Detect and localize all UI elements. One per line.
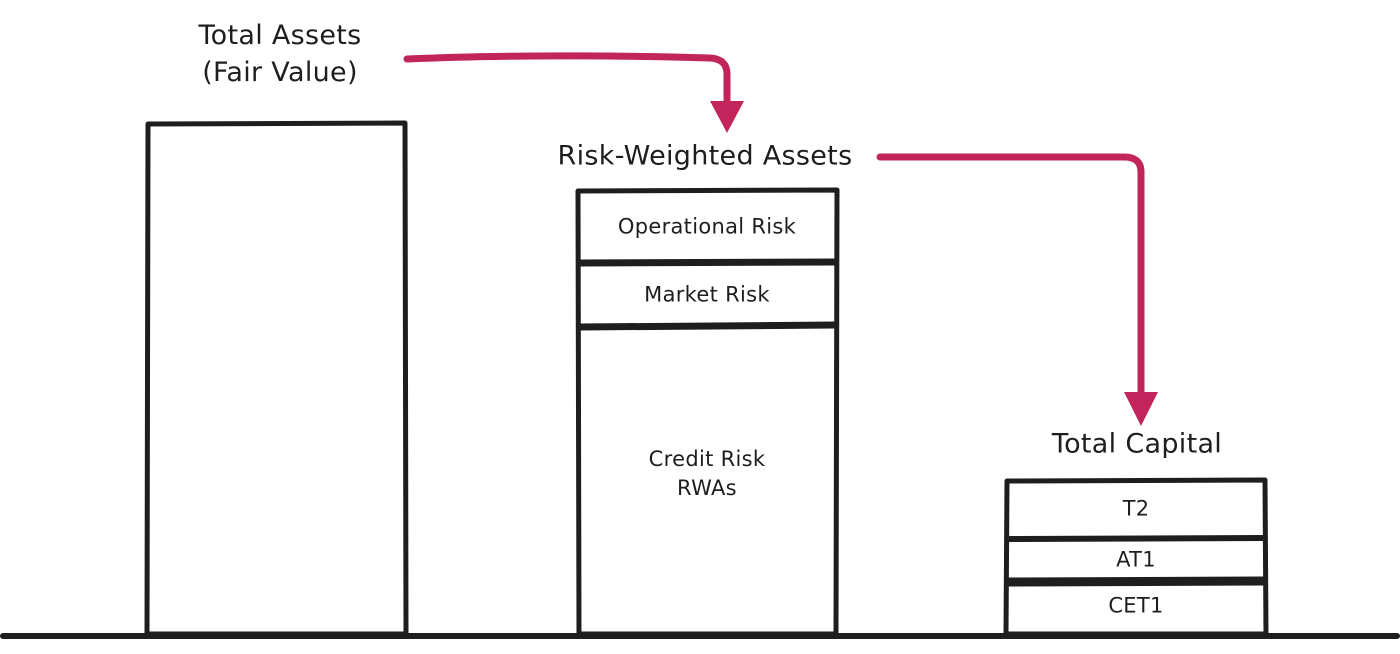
segment-label-credit-risk: Credit Risk RWAs <box>649 445 766 503</box>
segment-label-operational-risk: Operational Risk <box>617 214 797 239</box>
segment-label-credit-risk-line2: RWAs <box>677 476 737 500</box>
total-assets-bar <box>144 120 409 637</box>
arrow-assets-to-rwa-head <box>710 101 744 133</box>
rwa-bar-outline <box>575 187 840 637</box>
total-assets-label: Total Assets (Fair Value) <box>198 17 361 91</box>
arrow-rwa-to-capital-head <box>1124 392 1158 426</box>
total-capital-label: Total Capital <box>1051 428 1223 460</box>
total-assets-label-line2: (Fair Value) <box>202 57 358 88</box>
segment-label-market-risk: Market Risk <box>644 282 770 307</box>
segment-label-credit-risk-line1: Credit Risk <box>648 447 766 471</box>
segment-label-cet1: CET1 <box>1108 593 1164 618</box>
rwa-divider-operational-market <box>576 258 839 267</box>
capital-divider-at1-cet1 <box>1004 576 1268 587</box>
capital-divider-t2-at1 <box>1006 535 1266 542</box>
total-assets-label-line1: Total Assets <box>198 20 362 51</box>
risk-weighted-assets-label: Risk-Weighted Assets <box>557 140 853 172</box>
segment-label-t2: T2 <box>1122 496 1150 521</box>
arrow-rwa-to-capital <box>876 153 1145 398</box>
segment-label-at1: AT1 <box>1116 547 1156 572</box>
arrow-assets-to-rwa <box>403 52 731 107</box>
rwa-divider-market-credit <box>576 321 839 331</box>
